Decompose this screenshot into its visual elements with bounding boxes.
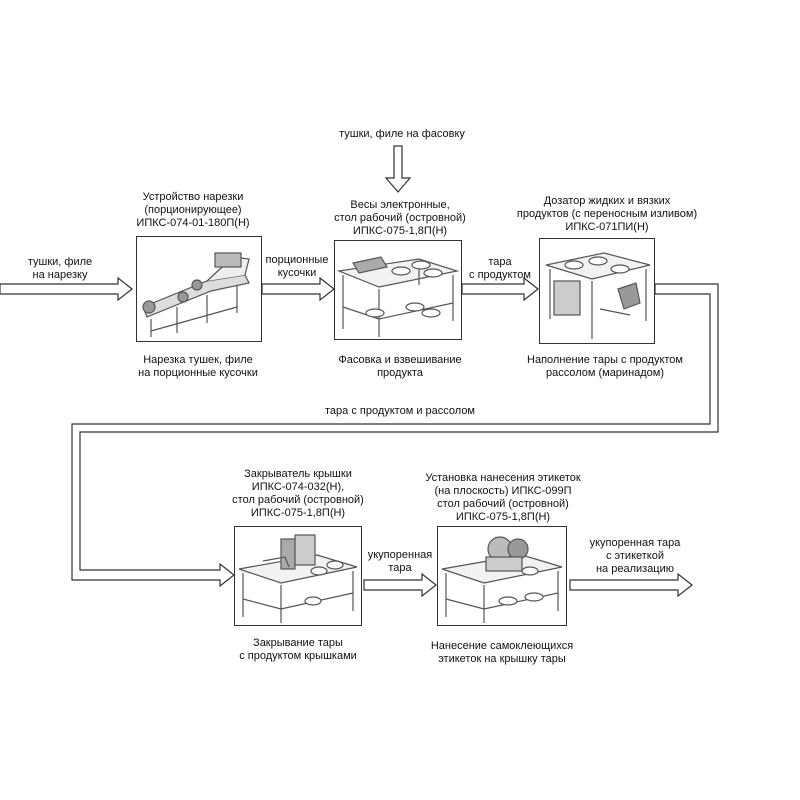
station-2-title: Весы электронные, стол рабочий (островно… bbox=[334, 199, 466, 237]
flow-label-4-5: укупоренная тара bbox=[367, 549, 433, 574]
flow-label-output: укупоренная тара с этикеткой на реализац… bbox=[589, 537, 681, 575]
scale-on-work-table-icon bbox=[336, 256, 460, 337]
flow-arrow-return bbox=[71, 283, 719, 588]
flow-label-2-3: тара с продуктом bbox=[469, 256, 531, 281]
flow-arrow-4-5 bbox=[363, 572, 437, 598]
labeler-on-table-icon bbox=[441, 536, 563, 623]
output-arrow bbox=[569, 572, 693, 598]
station-1-equipment-image bbox=[136, 236, 262, 342]
station-5-equipment-image bbox=[437, 526, 567, 626]
station-3-title: Дозатор жидких и вязких продуктов (с пер… bbox=[516, 195, 698, 233]
flow-arrow-1-2 bbox=[261, 276, 335, 302]
station-2-caption: Фасовка и взвешивание продукта bbox=[338, 354, 462, 379]
flow-arrow-2-3 bbox=[461, 276, 539, 302]
station-5-title: Установка нанесения этикеток (на плоскос… bbox=[425, 472, 581, 523]
flow-label-1-2: порционные кусочки bbox=[265, 254, 329, 279]
input-top-arrow bbox=[384, 145, 412, 193]
station-3-caption: Наполнение тары с продуктом рассолом (ма… bbox=[527, 354, 683, 379]
station-1-caption: Нарезка тушек, филе на порционные кусочк… bbox=[138, 354, 258, 379]
station-4-title: Закрыватель крышки ИПКС-074-032(Н), стол… bbox=[232, 468, 364, 519]
lid-closer-on-table-icon bbox=[238, 534, 358, 623]
station-5-caption: Нанесение самоклеющихся этикеток на крыш… bbox=[430, 640, 574, 665]
station-1-title: Устройство нарезки (порционирующее) ИПКС… bbox=[136, 191, 250, 229]
station-4-caption: Закрывание тары с продуктом крышками bbox=[239, 637, 357, 662]
liquid-dispenser-icon bbox=[545, 252, 651, 339]
slicing-machine-icon bbox=[142, 252, 250, 337]
input-left-arrow bbox=[0, 276, 133, 302]
station-3-equipment-image bbox=[539, 238, 655, 344]
station-4-equipment-image bbox=[234, 526, 362, 626]
input-left-label: тушки, филе на нарезку bbox=[27, 256, 93, 281]
input-top-label: тушки, филе на фасовку bbox=[339, 128, 465, 140]
flow-label-return: тара с продуктом и рассолом bbox=[325, 405, 475, 417]
station-2-equipment-image bbox=[334, 240, 462, 340]
